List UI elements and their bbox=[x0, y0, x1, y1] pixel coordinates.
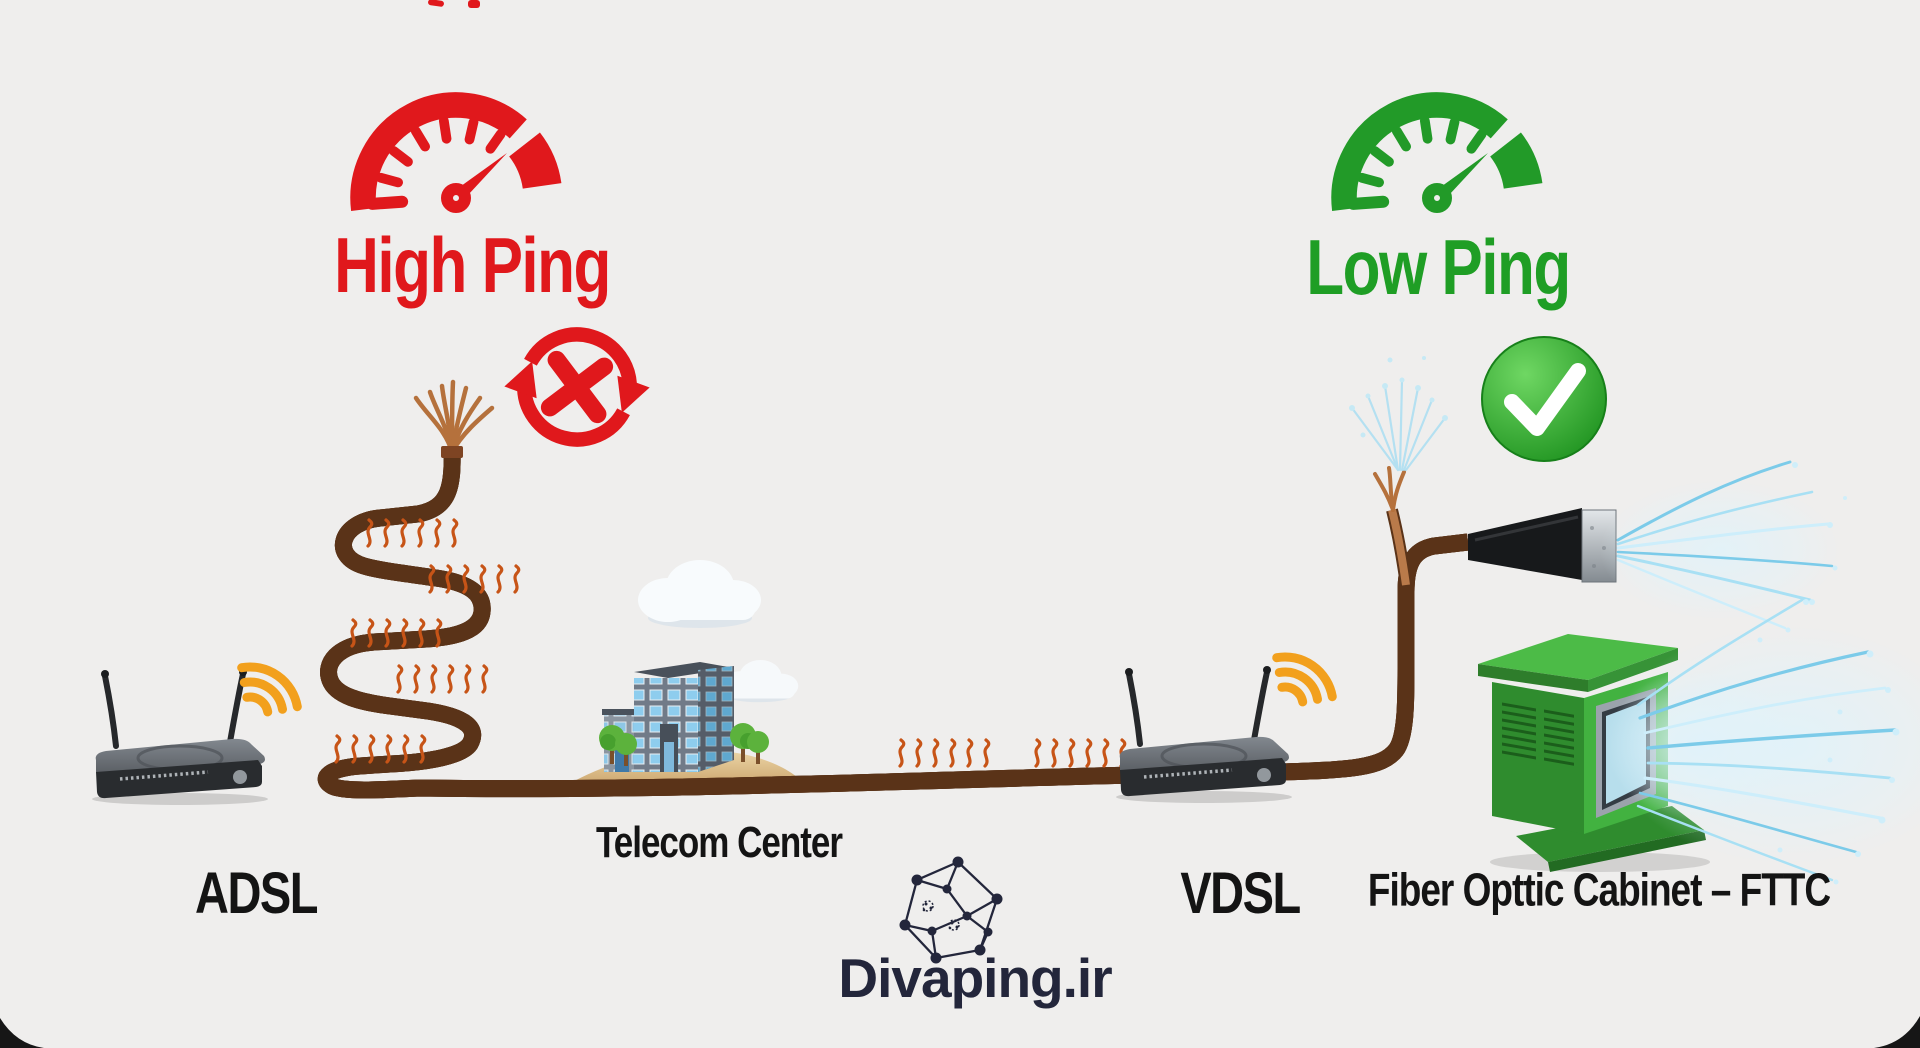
fiber-burst-from-cone bbox=[1600, 460, 1847, 633]
fttc-cabinet-label: Fiber Opttic Cabinet – FTTC bbox=[1367, 864, 1831, 916]
speedometer-low-icon bbox=[1344, 105, 1523, 209]
fiber-sparkle-spray bbox=[1349, 356, 1448, 472]
adsl-label: ADSL bbox=[195, 859, 318, 926]
adsl-router bbox=[92, 668, 268, 805]
photo-corner bbox=[1874, 1016, 1920, 1048]
crop-artifact bbox=[428, 0, 480, 8]
tree-icon bbox=[599, 723, 769, 766]
adsl-wifi-icon bbox=[242, 667, 298, 712]
photo-corner bbox=[0, 1018, 44, 1048]
office-building-icon bbox=[602, 662, 734, 772]
fiber-burst-from-cabinet bbox=[1605, 598, 1920, 885]
cloud-icon bbox=[638, 560, 761, 628]
vdsl-router bbox=[1116, 666, 1292, 803]
sync-error-icon bbox=[504, 327, 650, 447]
brand-name: Divaping.ir bbox=[838, 947, 1112, 1009]
check-circle-icon bbox=[1481, 336, 1607, 462]
fiber-splice-cone bbox=[1468, 508, 1617, 583]
high-ping-title: High Ping bbox=[334, 223, 611, 310]
low-ping-title: Low Ping bbox=[1306, 225, 1571, 312]
telecom-center-label: Telecom Center bbox=[596, 818, 843, 867]
network-graph-icon bbox=[899, 856, 1003, 964]
copper-cable bbox=[326, 379, 1468, 790]
vdsl-wifi-icon bbox=[1277, 657, 1333, 702]
speedometer-high-icon bbox=[363, 105, 542, 209]
vdsl-label: VDSL bbox=[1180, 859, 1301, 926]
